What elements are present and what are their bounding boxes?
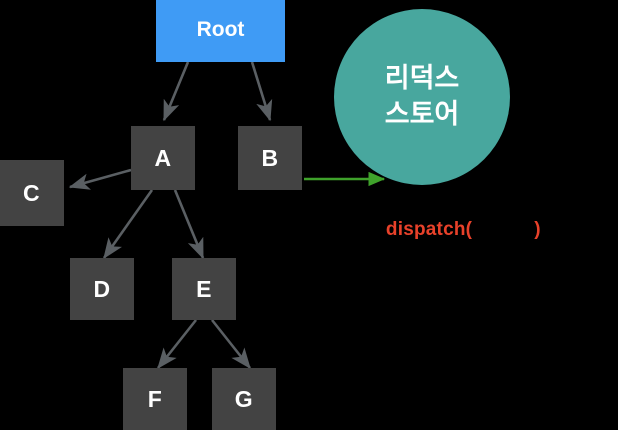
node-a[interactable]: A [131,126,195,190]
node-c[interactable]: C [0,160,64,226]
edge-a-e [173,189,205,260]
node-root[interactable]: Root [156,0,285,62]
node-root-label: Root [196,18,245,41]
store-label-line2: 스토어 [384,99,460,129]
node-e[interactable]: E [172,258,236,320]
node-b[interactable]: B [238,126,302,190]
node-e-label: E [196,275,212,302]
node-g[interactable]: G [212,368,276,430]
edge-a-c [68,168,132,190]
node-f-label: F [147,385,163,412]
edge-e-f [156,319,198,370]
node-b-label: B [261,144,279,171]
redux-store-circle[interactable]: 리덕스 스토어 [334,9,510,185]
node-c-label: C [22,179,41,206]
dispatch-label: dispatch() [364,197,541,263]
node-d[interactable]: D [70,258,134,320]
dispatch-prefix: dispatch( [385,219,473,240]
node-f[interactable]: F [123,368,187,430]
edge-root-a [162,61,190,122]
dispatch-suffix: ) [534,219,541,240]
edge-a-d [102,189,154,260]
store-label-line1: 리덕스 [384,63,460,94]
edge-root-b [250,61,273,122]
node-a-label: A [154,144,172,171]
node-d-label: D [93,275,111,302]
edge-e-g [210,319,252,370]
node-g-label: G [234,385,254,412]
